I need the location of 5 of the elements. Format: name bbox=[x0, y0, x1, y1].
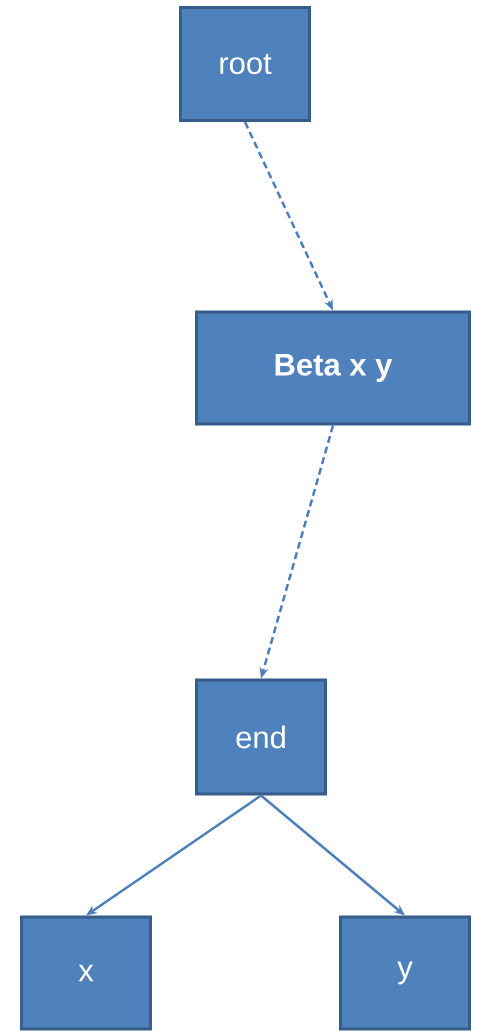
box: y bbox=[339, 915, 471, 1031]
box: end bbox=[195, 678, 327, 796]
box: x bbox=[20, 915, 152, 1031]
box: root bbox=[179, 6, 311, 122]
box: Beta x y bbox=[195, 310, 471, 426]
